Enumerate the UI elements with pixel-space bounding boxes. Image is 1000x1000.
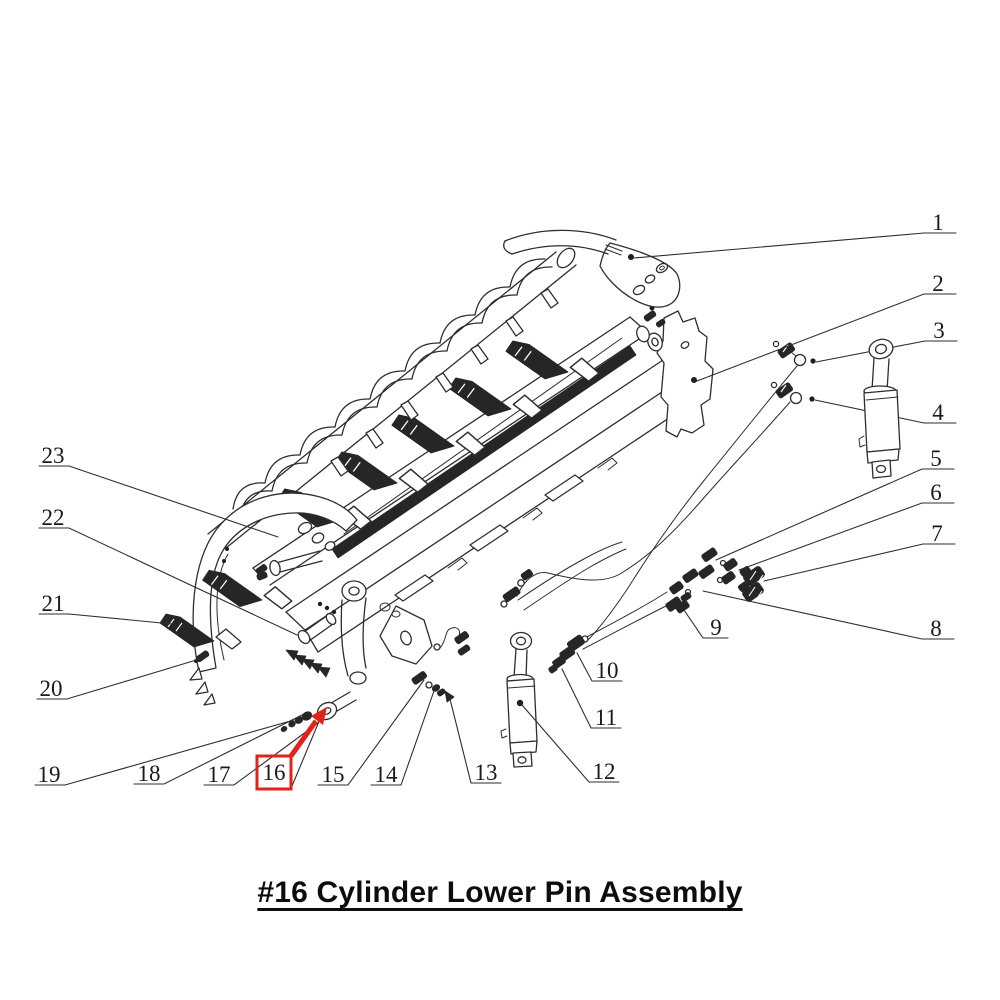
title-bar: #16 Cylinder Lower Pin Assembly (0, 876, 1000, 910)
callout-6: 6 (930, 480, 942, 505)
tee-fitting-cluster (548, 634, 589, 674)
fitting-cluster (665, 547, 765, 614)
banjo-fitting-upper (772, 340, 807, 367)
hose-end-fittings (500, 541, 627, 611)
callout-21: 21 (42, 591, 65, 616)
callout-10: 10 (596, 658, 619, 683)
callout-13: 13 (475, 760, 498, 785)
callout-3: 3 (933, 318, 945, 343)
callout-1: 1 (932, 210, 944, 235)
banjo-fitting-lower (770, 381, 803, 405)
hydraulic-cylinder-right (858, 338, 901, 479)
callout-9: 9 (710, 615, 722, 640)
diagram-title: #16 Cylinder Lower Pin Assembly (257, 876, 743, 909)
highlight-16 (255, 707, 327, 791)
small-parts-13-14-15 (411, 627, 471, 703)
left-loose-parts (159, 550, 337, 663)
callout-14: 14 (375, 762, 399, 787)
leader-lines (34, 232, 957, 787)
serrated-strip (285, 649, 331, 678)
callout-8: 8 (930, 616, 942, 641)
hoses-and-fittings (516, 340, 807, 674)
highlight-arrow (288, 707, 327, 758)
left-comb (189, 492, 358, 706)
leader-lines-under (814, 340, 958, 424)
callout-2: 2 (932, 271, 944, 296)
callout-5: 5 (930, 446, 942, 471)
highlight-box (255, 754, 293, 791)
callout-12: 12 (593, 759, 616, 784)
hydraulic-cylinder-bottom (500, 631, 538, 768)
upper-arm (503, 229, 681, 308)
callout-16: 16 (263, 760, 286, 785)
callout-15: 15 (322, 762, 345, 787)
callout-labels: 1 2 3 4 5 6 7 8 9 10 11 12 13 14 15 16 1… (38, 210, 945, 787)
callout-4: 4 (932, 400, 944, 425)
callout-20: 20 (40, 676, 63, 701)
callout-7: 7 (931, 521, 943, 546)
callout-19: 19 (38, 762, 61, 787)
callout-17: 17 (208, 762, 231, 787)
callout-11: 11 (595, 705, 617, 730)
callout-18: 18 (138, 761, 161, 786)
main-frame (252, 305, 714, 653)
callout-23: 23 (42, 443, 65, 468)
right-end-plate (636, 305, 714, 438)
callout-22: 22 (42, 505, 65, 530)
frame-slots (394, 457, 618, 602)
